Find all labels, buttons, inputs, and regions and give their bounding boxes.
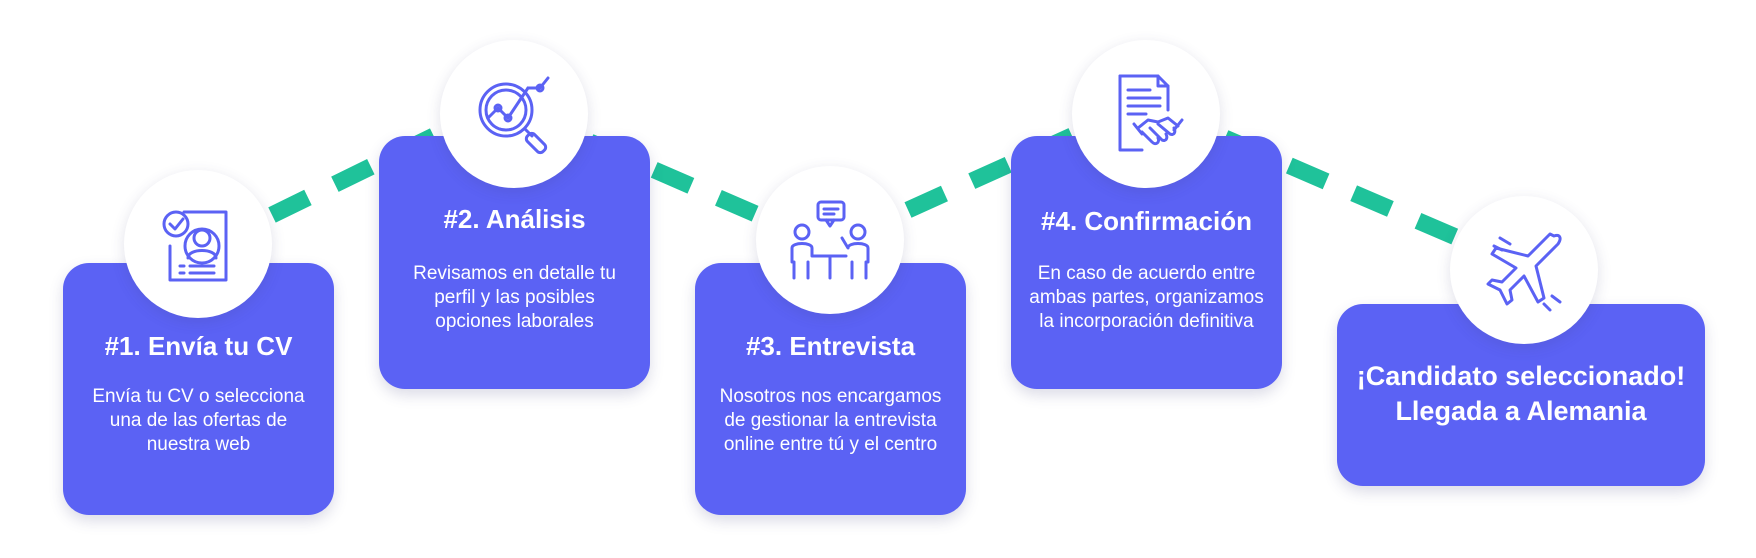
final-step-title: ¡Candidato seleccionado! Llegada a Alema…: [1337, 359, 1705, 429]
step-title: #3. Entrevista: [745, 331, 916, 361]
step-title: #1. Envía tu CV: [104, 331, 293, 361]
step-description: En caso de acuerdo entre ambas partes, o…: [1029, 263, 1264, 332]
step-description: Revisamos en detalle tu perfil y las pos…: [413, 263, 616, 332]
step-description: Nosotros nos encargamos de gestionar la …: [719, 386, 942, 455]
step-title: #4. Confirmación: [1041, 206, 1252, 236]
step-description: Envía tu CV o selecciona una de las ofer…: [92, 386, 305, 455]
final-step-title-line-2: Llegada a Alemania: [1395, 396, 1647, 426]
contract-handshake-icon: [1118, 74, 1184, 152]
step-1-icon-circle: [124, 170, 272, 318]
step-4-icon-circle: [1072, 40, 1220, 188]
step-2-icon-circle: [440, 40, 588, 188]
step-3-icon-circle: [756, 166, 904, 314]
final-step-icon-circle: [1450, 196, 1598, 344]
magnifier-analysis-icon: [478, 76, 550, 155]
cv-document-icon: [162, 210, 228, 282]
airplane-icon: [1486, 232, 1562, 312]
final-step-title-line-1: ¡Candidato seleccionado!: [1356, 361, 1686, 391]
connector-4-5: [1221, 130, 1462, 246]
step-title: #2. Análisis: [443, 204, 586, 234]
interview-meeting-icon: [790, 200, 870, 280]
